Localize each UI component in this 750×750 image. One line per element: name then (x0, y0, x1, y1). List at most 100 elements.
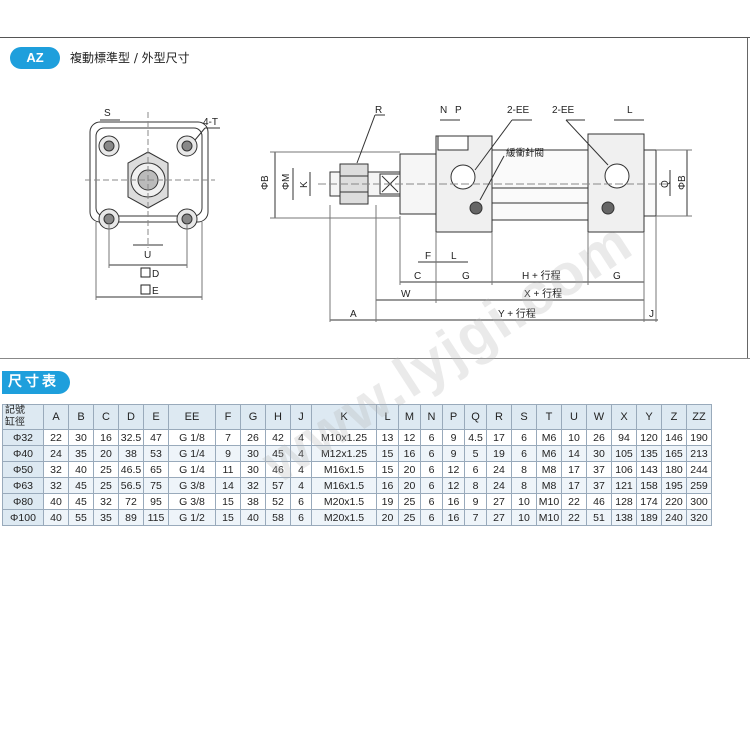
table-cell: 138 (611, 509, 637, 526)
table-cell: 38 (240, 493, 266, 510)
bore-cell: Φ80 (2, 493, 44, 510)
table-cell: 20 (376, 509, 399, 526)
label-phiB-right: ΦB (677, 175, 688, 190)
column-header-r: R (486, 404, 512, 430)
table-cell: G 1/2 (168, 509, 216, 526)
table-cell: 53 (143, 445, 169, 462)
table-cell: 22 (43, 429, 69, 446)
column-header-n: N (420, 404, 443, 430)
table-cell: 42 (265, 429, 291, 446)
table-cell: 6 (420, 509, 443, 526)
label-Y-stroke: Y + 行程 (498, 307, 536, 320)
table-cell: 240 (661, 509, 687, 526)
column-header-m: M (398, 404, 421, 430)
label-C: C (414, 271, 421, 282)
table-cell: 19 (486, 445, 512, 462)
table-cell: 115 (143, 509, 169, 526)
label-F: F (425, 251, 431, 262)
table-cell: 6 (420, 493, 443, 510)
table-cell: 37 (586, 477, 612, 494)
table-cell: 46.5 (118, 461, 144, 478)
table-cell: 158 (636, 477, 662, 494)
table-cell: 26 (586, 429, 612, 446)
table-cell: 27 (486, 493, 512, 510)
bore-cell: Φ40 (2, 445, 44, 462)
bore-cell: Φ100 (2, 509, 44, 526)
table-cell: 121 (611, 477, 637, 494)
table-cell: 24 (486, 477, 512, 494)
table-cell: M16x1.5 (311, 477, 377, 494)
label-L-bottom: L (451, 251, 457, 262)
table-cell: 320 (686, 509, 712, 526)
label-cushion-valve: 緩衝針閥 (506, 147, 544, 159)
table-cell: 4 (290, 461, 312, 478)
table-cell: M8 (536, 477, 562, 494)
label-A: A (350, 309, 357, 320)
frame-right-border (747, 38, 748, 358)
table-cell: 27 (486, 509, 512, 526)
table-cell: 8 (511, 461, 537, 478)
table-cell: 32 (240, 477, 266, 494)
section-divider (0, 358, 750, 359)
table-cell: 19 (376, 493, 399, 510)
table-cell: 40 (240, 509, 266, 526)
column-header-u: U (561, 404, 587, 430)
table-cell: 25 (93, 477, 119, 494)
table-cell: 13 (376, 429, 399, 446)
table-cell: 14 (561, 445, 587, 462)
column-header-ee: EE (168, 404, 216, 430)
column-header-y: Y (636, 404, 662, 430)
table-cell: 40 (68, 461, 94, 478)
table-cell: G 3/8 (168, 493, 216, 510)
table-cell: G 1/4 (168, 445, 216, 462)
table-cell: 6 (464, 461, 487, 478)
table-cell: 26 (240, 429, 266, 446)
column-header-a: A (43, 404, 69, 430)
table-cell: 9 (464, 493, 487, 510)
column-header-h: H (265, 404, 291, 430)
table-cell: 7 (215, 429, 241, 446)
table-cell: M10 (536, 493, 562, 510)
table-cell: 95 (143, 493, 169, 510)
label-S: S (104, 108, 111, 119)
table-cell: G 1/4 (168, 461, 216, 478)
table-cell: 4 (290, 477, 312, 494)
table-cell: 24 (43, 445, 69, 462)
table-cell: 32.5 (118, 429, 144, 446)
label-T: 4-T (203, 117, 218, 128)
table-cell: M16x1.5 (311, 461, 377, 478)
table-cell: G 1/8 (168, 429, 216, 446)
label-P: P (455, 105, 462, 116)
table-cell: 56.5 (118, 477, 144, 494)
table-cell: 30 (586, 445, 612, 462)
table-cell: 57 (265, 477, 291, 494)
table-cell: 6 (290, 509, 312, 526)
table-cell: 72 (118, 493, 144, 510)
table-cell: 15 (376, 461, 399, 478)
table-cell: 7 (464, 509, 487, 526)
table-cell: 38 (118, 445, 144, 462)
table-cell: 244 (686, 461, 712, 478)
column-header-l: L (376, 404, 399, 430)
table-cell: 189 (636, 509, 662, 526)
column-header-s: S (511, 404, 537, 430)
table-cell: 8 (511, 477, 537, 494)
table-cell: 52 (265, 493, 291, 510)
column-header-f: F (215, 404, 241, 430)
table-cell: 35 (93, 509, 119, 526)
table-cell: M20x1.5 (311, 493, 377, 510)
label-phiB: ΦB (260, 175, 271, 190)
column-header-q: Q (464, 404, 487, 430)
table-cell: 11 (215, 461, 241, 478)
table-cell: M10x1.25 (311, 429, 377, 446)
table-cell: 25 (93, 461, 119, 478)
table-cell: 51 (586, 509, 612, 526)
label-phiM: ΦM (281, 174, 292, 190)
table-cell: 300 (686, 493, 712, 510)
table-section-title: 尺寸表 (2, 371, 70, 394)
table-cell: 5 (464, 445, 487, 462)
label-E: E (152, 286, 159, 297)
table-cell: M6 (536, 445, 562, 462)
